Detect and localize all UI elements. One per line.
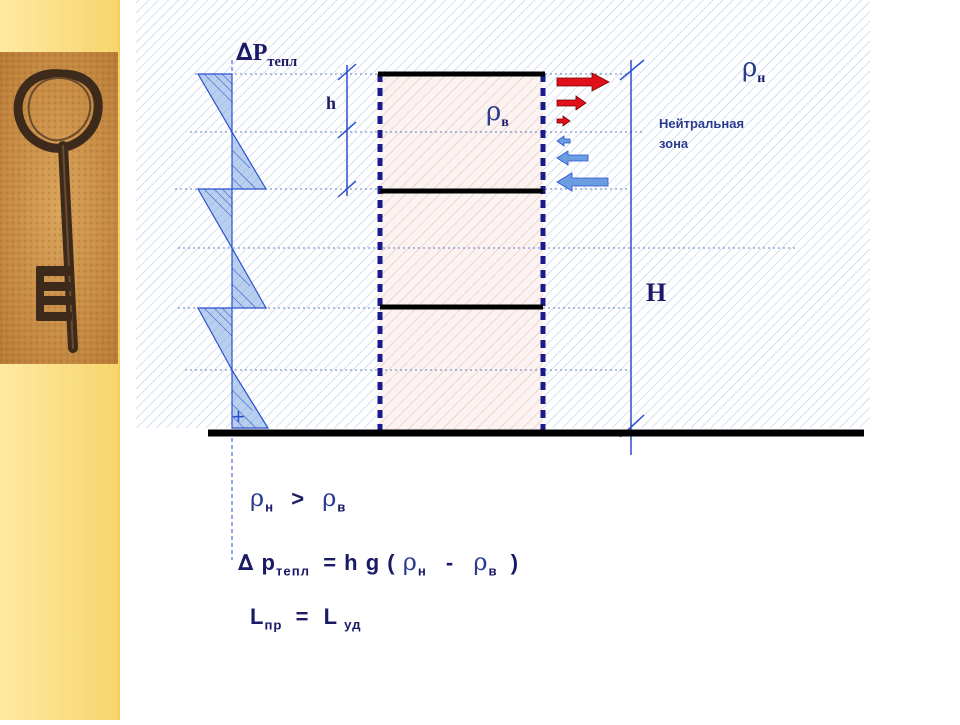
delta-symbol: ∆ [236,38,253,66]
H-label: H [646,278,667,307]
triangle-hatch [203,73,257,429]
formula-density-inequality: ρн > ρв [250,484,346,514]
sidebar-graphic [0,0,120,720]
sidebar-panel [0,0,120,720]
f2-rho-v-sub: в [488,563,498,579]
f2-delta: ∆ [238,551,255,576]
neutral-zone-label: Нейтральная зона [659,114,744,154]
ineq-rho-v: ρ [322,484,338,512]
f2-rho-n-sub: н [417,563,427,579]
delta-p-label: ∆Pтепл [236,38,297,71]
building-interior [380,74,543,430]
ineq-rho-n-sub: н [265,499,275,515]
f2-rho-n: ρ [402,548,418,576]
f3-sub1: пр [264,617,283,633]
delta-p-main: P [252,40,268,66]
f2-minus: - [445,550,455,575]
formula-thermal-pressure: ∆ pтепл = h g ( ρн - ρв ) [238,548,519,578]
f3-L: L [250,604,265,629]
h-label: h [326,93,337,113]
rho-v-sub: в [501,115,509,131]
rho-n-sub: н [757,71,766,87]
floor-slabs [378,71,545,310]
delta-p-sub: тепл [267,53,298,70]
neutral-zone-line1: Нейтральная [659,116,745,131]
rho-v-label: ρв [486,96,509,131]
ineq-gt: > [291,486,306,511]
neutral-zone-line2: зона [659,136,689,151]
h-dimension [337,63,357,198]
building-walls [377,74,546,430]
inflow-arrows [556,135,609,192]
rho-n-symbol: ρ [742,53,758,83]
formula-air-exchange: Lпр = L уд [250,604,362,632]
ineq-rho-n: ρ [250,484,266,512]
f2-p: p [261,550,276,575]
plus-sign: + [232,404,245,429]
f2-p-sub: тепл [275,563,311,579]
f3-sub2: уд [344,617,362,633]
f3-eq: = L [295,604,339,629]
rho-n-label: ρн [742,52,765,87]
outflow-arrows [556,72,610,127]
key-bit [36,266,72,321]
f2-close: ) [510,550,520,575]
ineq-rho-v-sub: в [337,499,347,515]
f2-eq: = h g ( [323,550,396,575]
f2-rho-v: ρ [473,548,489,576]
rho-v-symbol: ρ [486,97,502,127]
